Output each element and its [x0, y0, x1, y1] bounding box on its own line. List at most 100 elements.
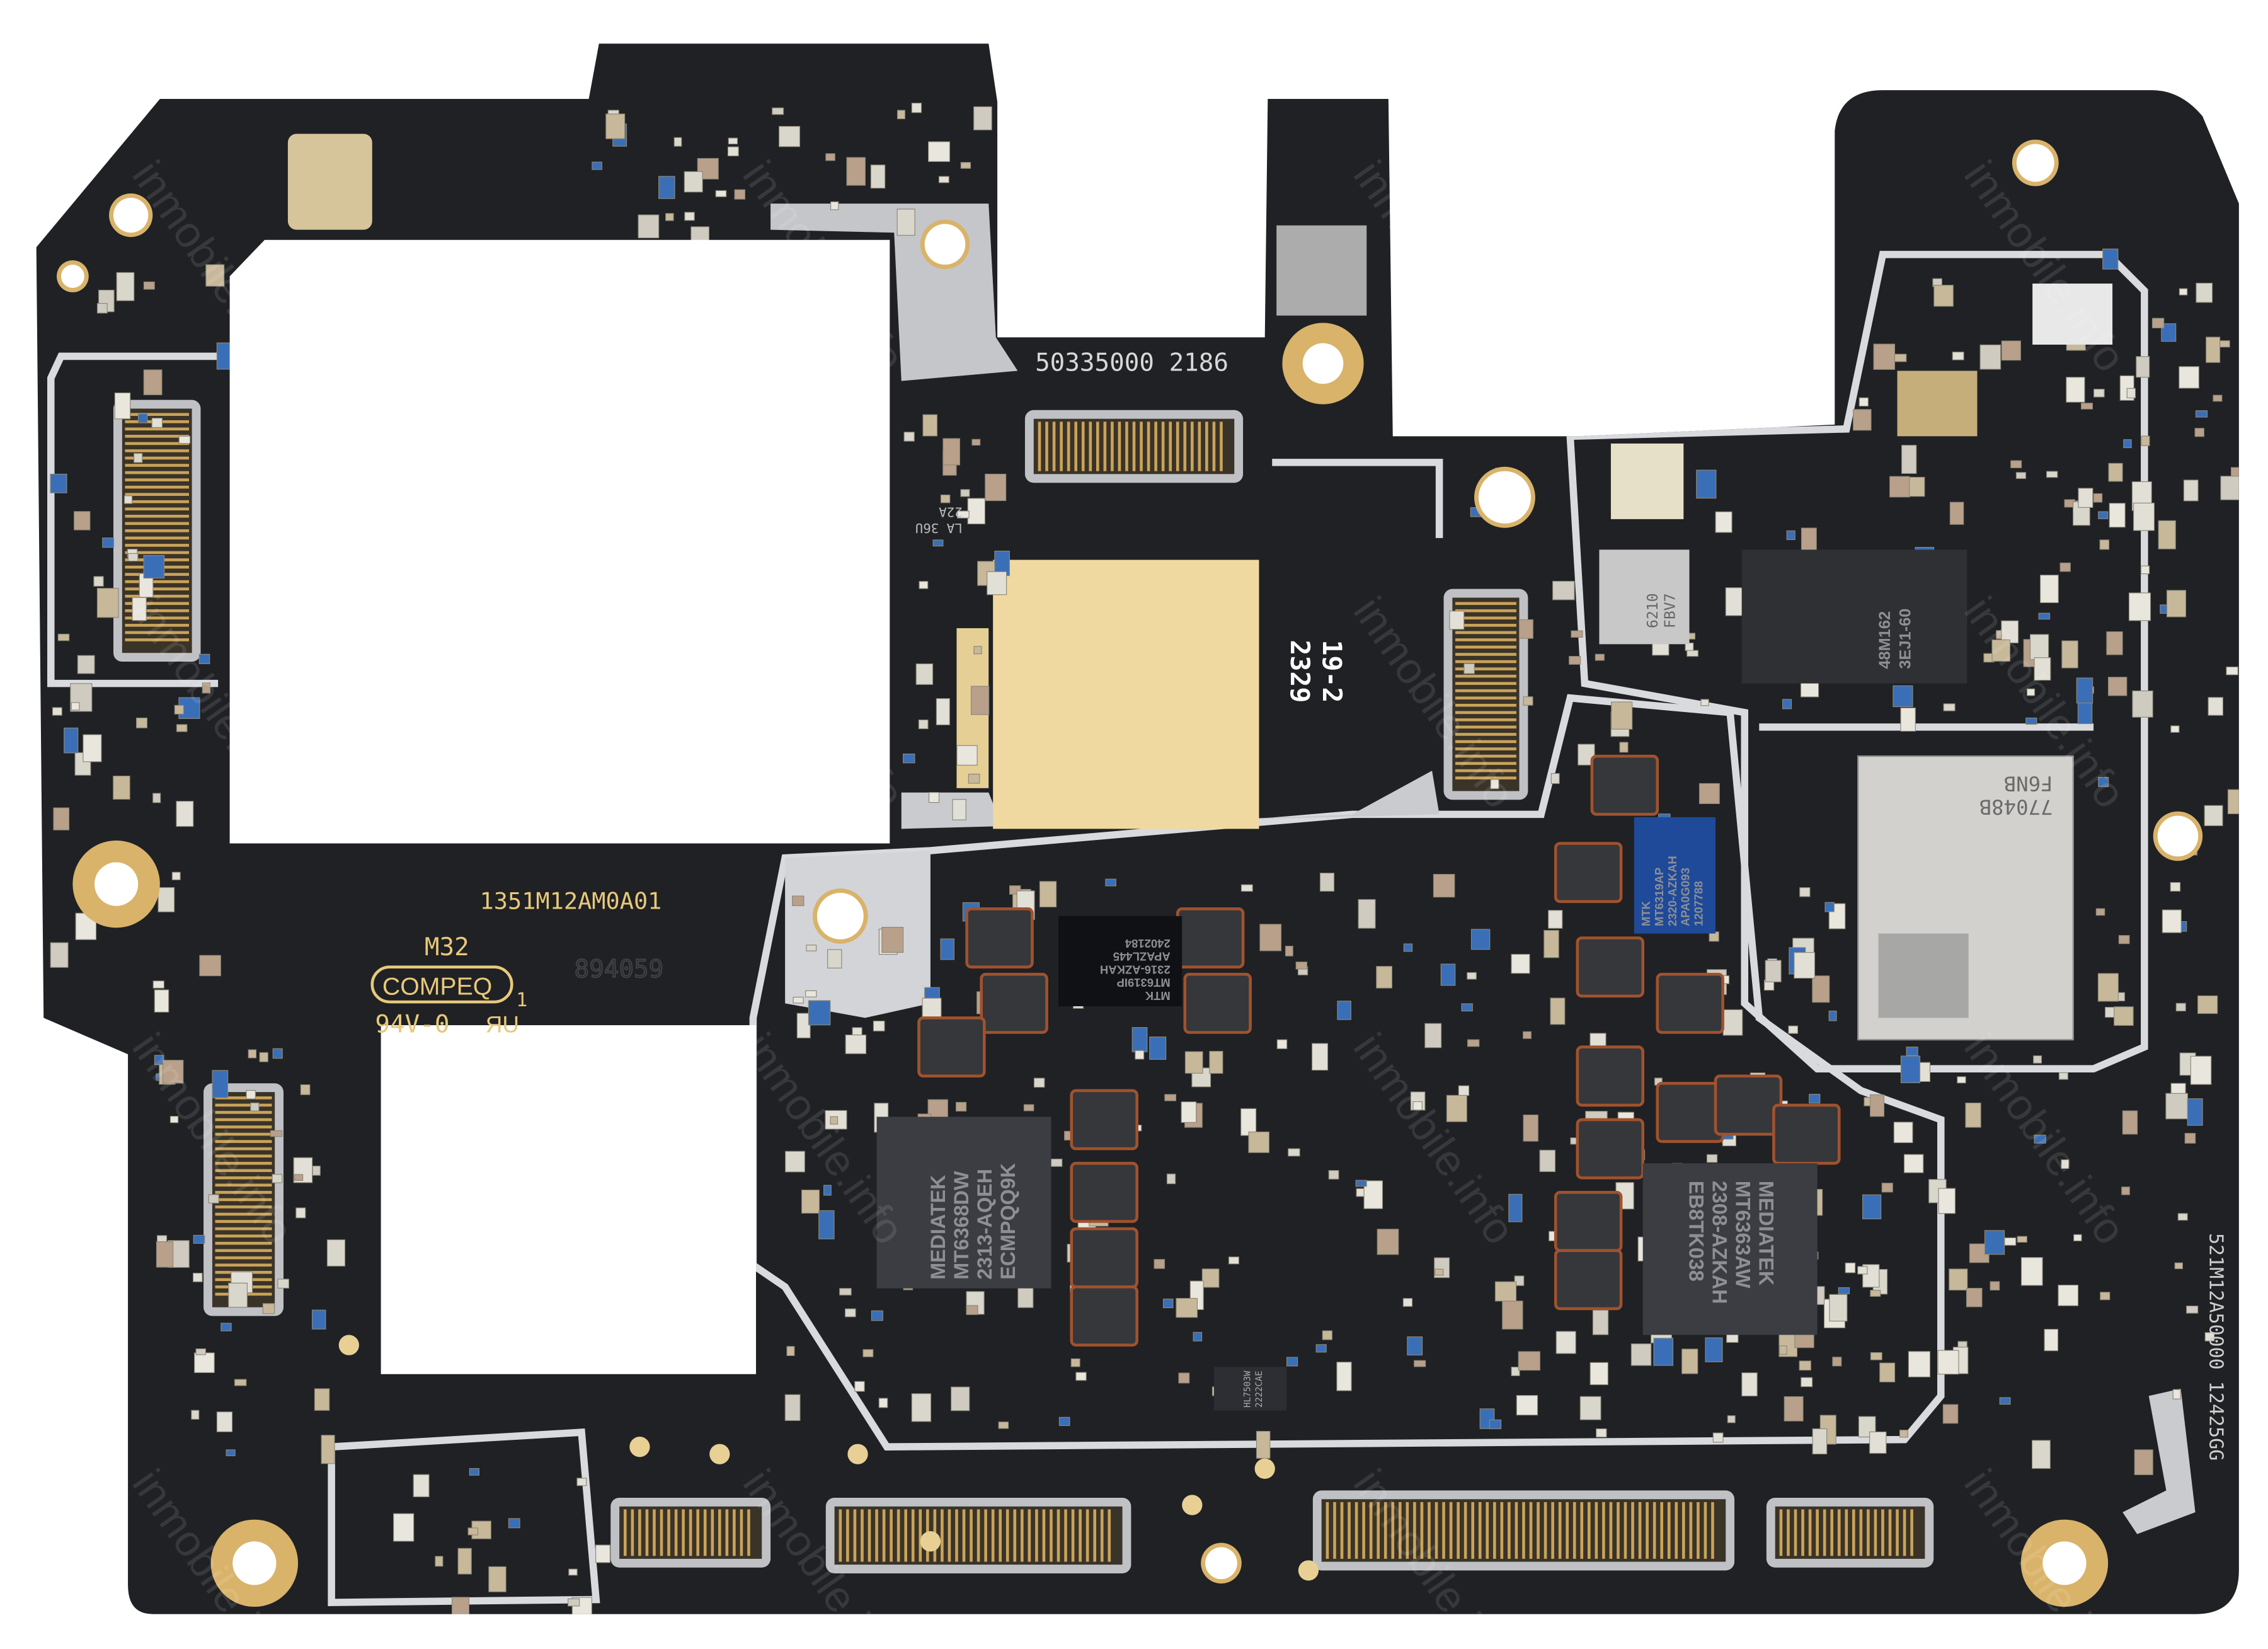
test-pad — [338, 1335, 359, 1355]
smd-component — [658, 176, 675, 199]
date-code: 19-2 — [1317, 640, 1348, 703]
connector-pin — [1391, 1502, 1395, 1559]
smd-component — [2133, 502, 2155, 531]
smd-component — [727, 146, 739, 157]
connector-pin — [1198, 422, 1201, 471]
smd-component — [1794, 952, 1816, 979]
connector-pin — [1455, 718, 1516, 721]
connector-pin — [1794, 1509, 1797, 1556]
power-inductor — [1070, 1227, 1138, 1289]
smd-component — [1209, 1050, 1223, 1074]
smd-component — [1706, 1154, 1718, 1163]
smd-component — [1832, 1357, 1842, 1367]
microphone — [287, 134, 372, 230]
connector-pin — [1455, 762, 1516, 765]
chip-marking: MT6363AW — [1731, 1181, 1754, 1289]
smd-component — [1990, 1281, 2000, 1290]
chip-marking: MEDIATEK — [927, 1175, 949, 1280]
connector-pin — [1711, 1502, 1714, 1559]
smd-component — [830, 1116, 839, 1125]
chip-marking: 3EJ1-60 — [1896, 609, 1914, 669]
smd-component — [1228, 1256, 1239, 1265]
smd-component — [801, 1190, 820, 1214]
smd-component — [2059, 562, 2071, 572]
smd-component — [1869, 1431, 1887, 1454]
smd-component — [1358, 899, 1376, 929]
smd-component — [951, 1386, 970, 1411]
smd-component — [1550, 997, 1566, 1025]
smd-component — [143, 555, 165, 579]
svg-text:MEDIATEK MT6363AW: MEDIATEK MT6363AW 2308-AZKAH EB8TK038 — [1685, 1181, 1778, 1310]
smd-component — [2123, 439, 2132, 449]
smd-component — [1470, 929, 1491, 950]
smd-component — [1801, 527, 1817, 551]
smd-component — [2118, 935, 2130, 945]
chip-marking: EB8TK038 — [1685, 1181, 1708, 1282]
smd-component — [321, 1435, 335, 1464]
power-inductor — [1176, 907, 1245, 968]
through-hole — [1478, 471, 1531, 524]
smd-component — [1555, 1331, 1576, 1354]
smd-component — [956, 745, 978, 766]
smd-component — [64, 727, 79, 754]
connector-pin — [215, 1249, 272, 1252]
connector-pin — [955, 1509, 958, 1562]
smd-component — [1511, 953, 1530, 974]
connector-pin — [1369, 1502, 1373, 1559]
connector-pin — [215, 1154, 272, 1158]
smd-component — [922, 997, 942, 1019]
smd-component — [1899, 1430, 1908, 1438]
date-code: 2329 — [1285, 640, 1315, 703]
connector-pin — [1816, 1509, 1819, 1556]
smd-component — [314, 1388, 330, 1411]
connector-pin — [1096, 422, 1099, 471]
smd-component — [968, 773, 980, 784]
smd-component — [457, 1548, 472, 1575]
smd-component — [1949, 1268, 1968, 1290]
connector-pin — [976, 1509, 980, 1562]
connector-pin — [1808, 1509, 1812, 1556]
smd-component — [971, 439, 981, 446]
smd-component — [135, 717, 148, 728]
smd-component — [862, 1349, 874, 1357]
smd-component — [1516, 1394, 1538, 1416]
connector-pin — [1081, 422, 1085, 471]
board-connectors — [113, 399, 1934, 1573]
connector-pin — [1140, 422, 1143, 471]
smd-component — [1908, 1351, 1931, 1377]
power-inductor — [1183, 972, 1252, 1034]
smd-component — [1376, 966, 1393, 989]
test-pad — [1182, 1495, 1203, 1515]
connector-pin — [1093, 1509, 1096, 1562]
smd-component — [1966, 1287, 1983, 1307]
smd-component — [638, 214, 660, 239]
smd-component — [96, 588, 119, 618]
smd-component — [1596, 1428, 1607, 1438]
connector-pin — [1609, 1502, 1613, 1559]
connector-pin — [215, 1191, 272, 1194]
connector-pin — [1052, 422, 1056, 471]
smd-component — [1727, 1415, 1736, 1423]
connector-pin — [1455, 725, 1516, 729]
connector-pin — [215, 1096, 272, 1100]
power-inductor — [917, 1016, 986, 1078]
smd-component — [987, 571, 1007, 595]
smd-component — [1873, 343, 1896, 370]
smd-component — [728, 137, 738, 145]
connector-pin — [1042, 1509, 1046, 1562]
smd-component — [1519, 619, 1533, 639]
connector-pin — [1455, 682, 1516, 685]
connector-pin — [896, 1509, 900, 1562]
smd-component — [928, 141, 951, 162]
connector-pin — [1428, 1502, 1431, 1559]
smd-component — [1619, 742, 1629, 753]
power-inductor — [1576, 1118, 1644, 1180]
smd-component — [2175, 1003, 2186, 1012]
connector-pin — [1169, 422, 1172, 471]
smd-component — [413, 1474, 430, 1498]
smd-component — [2098, 777, 2109, 787]
camera-cutout-large — [229, 239, 890, 844]
smd-component — [1787, 278, 1795, 287]
connector-pin — [1045, 422, 1048, 471]
